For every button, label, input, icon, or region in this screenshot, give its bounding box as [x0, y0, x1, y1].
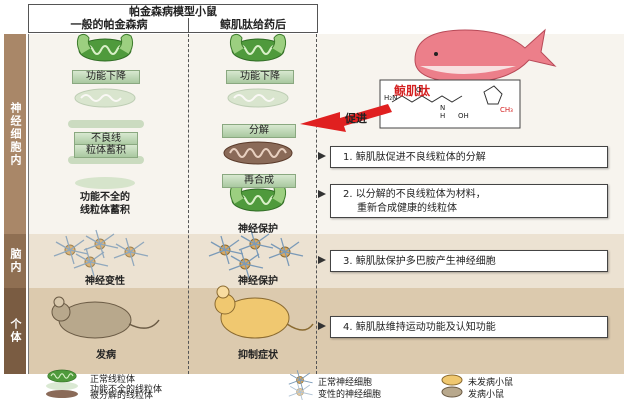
- right-border: [316, 34, 317, 374]
- left-faded-mito: [74, 88, 136, 108]
- left-onset: 发病: [96, 350, 116, 361]
- left-neuro-degen: 神经变性: [85, 276, 125, 287]
- promote-label: 促进: [345, 112, 367, 125]
- left-accum: 线粒体蓄积: [80, 205, 130, 216]
- decomposed-mito: [223, 141, 293, 165]
- step-4: 4. 鲸肌肽维持运动功能及认知功能: [330, 316, 608, 338]
- molecule-h2n: H₂N: [384, 94, 398, 102]
- column-divider: [188, 34, 189, 374]
- right-resynth: 再合成: [222, 174, 296, 188]
- step-1: 1. 鲸肌肽促进不良线粒体的分解: [330, 146, 608, 168]
- legend-bad-mito: 功能不全的线粒体: [90, 385, 163, 395]
- legend-decomp-mito: 被分解的线粒体: [90, 391, 154, 401]
- molecule-oh: OH: [458, 112, 469, 120]
- column-header-right: 鲸肌肽给药后: [188, 18, 318, 33]
- red-arrow: [300, 104, 392, 132]
- whale-label: 鲸肌肽: [394, 84, 431, 98]
- column-header-left: 一般的帕金森病: [28, 18, 190, 33]
- left-stacked-mito: [68, 120, 144, 164]
- right-resynth-mito: [229, 183, 287, 212]
- step-2-line2: 重新合成健康的线粒体: [357, 203, 457, 214]
- side-label-brain: 脑内: [4, 234, 26, 288]
- left-border: [28, 34, 29, 374]
- legend-normal-mito: 正常线粒体: [90, 375, 136, 385]
- right-func-down: 功能下降: [226, 70, 294, 84]
- right-neuron-network: [208, 229, 304, 279]
- legend-healthy-mouse: 未发病小鼠: [468, 378, 514, 388]
- left-insufficient-mito: [75, 177, 135, 189]
- legend-sick-mouse: 发病小鼠: [468, 390, 505, 400]
- molecule-n: N: [440, 104, 446, 112]
- right-suppress: 抑制症状: [238, 350, 278, 361]
- sick-mouse: [51, 296, 160, 339]
- molecule-o: O: [416, 86, 422, 94]
- right-decompose: 分解: [222, 124, 296, 138]
- right-neuro-protect-2: 神经保护: [238, 276, 278, 287]
- right-faded-mito: [227, 88, 289, 108]
- molecule-ch3: CH₃: [500, 106, 513, 114]
- left-neuron-network: [53, 229, 149, 277]
- left-healthy-mito: [76, 33, 134, 62]
- legend-normal-neuron: 正常神经细胞: [318, 378, 373, 388]
- molecule-h: H: [440, 112, 446, 120]
- step-3: 3. 鲸肌肽保护多巴胺产生神经细胞: [330, 250, 608, 272]
- side-label-individual: 个体: [4, 288, 26, 374]
- left-insufficient: 功能不全的: [80, 192, 130, 203]
- right-neuro-protect-1: 神经保护: [238, 224, 278, 235]
- left-particle: 粒体蓄积: [74, 144, 138, 158]
- side-label-neuron-interior: 神经细胞内: [4, 34, 26, 234]
- whale-illustration: [414, 28, 557, 83]
- legend-degen-neuron: 变性的神经细胞: [318, 390, 382, 400]
- healthy-mouse: [214, 285, 314, 339]
- right-healthy-mito: [229, 33, 287, 62]
- step-2-line1: 2. 以分解的不良线粒体为材料，: [343, 189, 486, 200]
- left-func-down: 功能下降: [72, 70, 140, 84]
- step-2: 2. 以分解的不良线粒体为材料， 重新合成健康的线粒体: [330, 184, 608, 218]
